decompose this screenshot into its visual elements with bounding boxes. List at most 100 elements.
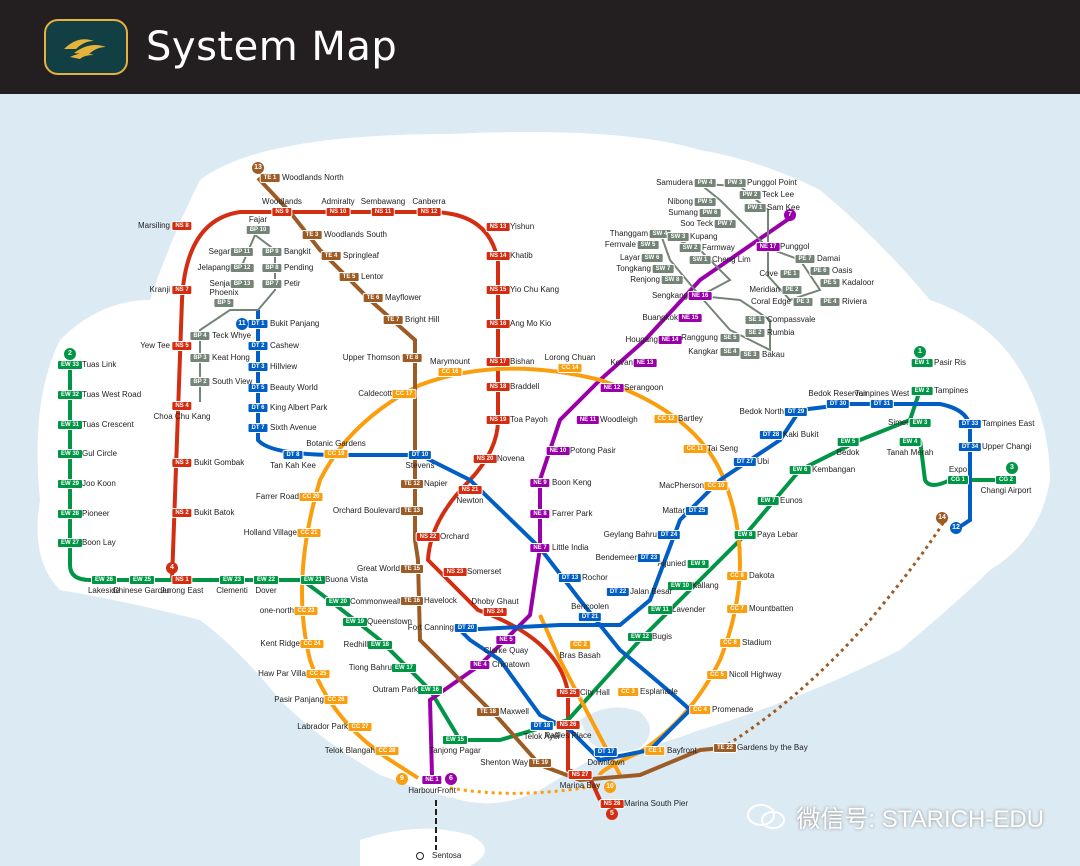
station-code-badge: DT 31 bbox=[869, 399, 895, 409]
station-code-badge: CC 25 bbox=[305, 669, 331, 679]
station-name: Bendemeer bbox=[595, 553, 637, 562]
station-name: Teck Whye bbox=[212, 331, 252, 340]
station-name: Downtown bbox=[587, 758, 625, 767]
station-code-badge: DT 28 bbox=[758, 430, 784, 440]
station-name: Farrer Road bbox=[255, 492, 299, 501]
station-code-badge: NS 16 bbox=[485, 319, 511, 329]
station-name: Rumbia bbox=[767, 328, 795, 337]
station-code-badge: EW 31 bbox=[56, 420, 84, 430]
station-code-badge: EW 8 bbox=[733, 530, 757, 540]
station-name: Bright Hill bbox=[405, 315, 440, 324]
station-name: Orchard bbox=[440, 532, 469, 541]
station-code-badge: SE 3 bbox=[739, 350, 761, 360]
station-code-badge: SW 6 bbox=[640, 253, 664, 263]
station-code-badge: NS 25 bbox=[555, 688, 581, 698]
line-number-badge: 14 bbox=[936, 512, 948, 524]
station-name: Samudera bbox=[656, 178, 693, 187]
station-name: Cheng Lim bbox=[712, 255, 751, 264]
station-name: Lavender bbox=[672, 605, 706, 614]
station-name: Sam Kee bbox=[767, 203, 800, 212]
station-code-badge: NE 7 bbox=[529, 543, 551, 553]
station-dot bbox=[416, 852, 424, 860]
station-code-badge: PW 7 bbox=[713, 219, 737, 229]
station-name: Hougang bbox=[625, 335, 658, 344]
station-name: Chinese Garden bbox=[112, 586, 172, 595]
station-code-badge: EW 18 bbox=[366, 640, 394, 650]
station-name: Kangkar bbox=[688, 347, 718, 356]
station-code-badge: NS 23 bbox=[442, 567, 468, 577]
station-name: Botanic Gardens bbox=[306, 439, 366, 448]
station-code-badge: EW 19 bbox=[341, 617, 369, 627]
station-code-badge: CC 10 bbox=[703, 481, 729, 491]
station-name: Bangkit bbox=[284, 247, 311, 256]
station-code-badge: EW 1 bbox=[910, 358, 934, 368]
station-name: Commonwealth bbox=[350, 597, 406, 606]
station-code-badge: NE 12 bbox=[599, 383, 625, 393]
station-name: Telok Blangah bbox=[324, 746, 375, 755]
station-code-badge: EW 5 bbox=[836, 437, 860, 447]
station-name: Lakeside bbox=[87, 586, 121, 595]
station-code-badge: TE 12 bbox=[399, 479, 425, 489]
station-name: Punggol bbox=[780, 242, 810, 251]
station-code-badge: BP 13 bbox=[229, 279, 255, 289]
station-name: Tampines West bbox=[854, 389, 910, 398]
station-code-badge: BP 8 bbox=[261, 263, 283, 273]
station-name: Gul Circle bbox=[82, 449, 118, 458]
station-code-badge: PW 2 bbox=[738, 190, 762, 200]
station-code-badge: NS 18 bbox=[485, 382, 511, 392]
station-name: Beauty World bbox=[270, 383, 318, 392]
station-name: Tuas Crescent bbox=[82, 420, 134, 429]
station-name: South View bbox=[212, 377, 253, 386]
station-code-badge: NS 19 bbox=[485, 415, 511, 425]
station-name: Boon Lay bbox=[82, 538, 116, 547]
station-code-badge: CC 2 bbox=[569, 640, 591, 650]
station-code-badge: NE 15 bbox=[677, 313, 703, 323]
station-code-badge: EW 25 bbox=[128, 575, 156, 585]
station-name: Cove bbox=[759, 269, 778, 278]
station-code-badge: EW 10 bbox=[666, 581, 694, 591]
station-name: Bukit Gombak bbox=[194, 458, 245, 467]
station-code-badge: CC 12 bbox=[653, 414, 679, 424]
watermark-text: 微信号: STARICH-EDU bbox=[796, 806, 1044, 833]
station-code-badge: DT 27 bbox=[732, 457, 758, 467]
station-name: Dover bbox=[255, 586, 277, 595]
station-name: Aljunied bbox=[657, 559, 686, 568]
station-name: Farmway bbox=[702, 243, 735, 252]
station-name: Marina Bay bbox=[559, 781, 601, 790]
station-name: Bukit Panjang bbox=[270, 319, 320, 328]
station-name: Serangoon bbox=[624, 383, 664, 392]
station-code-badge: CC 21 bbox=[296, 528, 322, 538]
station-code-badge: PW 5 bbox=[693, 197, 717, 207]
station-code-badge: CC 6 bbox=[719, 638, 741, 648]
station-code-badge: TE 8 bbox=[401, 353, 423, 363]
station-code-badge: EW 20 bbox=[324, 597, 352, 607]
station-name: Maxwell bbox=[500, 707, 529, 716]
station-code-badge: NE 16 bbox=[687, 291, 713, 301]
station-code-badge: CC 8 bbox=[726, 571, 748, 581]
station-code-badge: NS 13 bbox=[485, 222, 511, 232]
station-code-badge: EW 3 bbox=[908, 418, 932, 428]
sentosa-island bbox=[360, 828, 485, 866]
station-code-badge: PW 6 bbox=[698, 208, 722, 218]
station-code-badge: DT 7 bbox=[247, 423, 269, 433]
station-code-badge: DT 8 bbox=[282, 450, 304, 460]
station-name: Nibong bbox=[667, 197, 693, 206]
page-title: System Map bbox=[146, 24, 398, 70]
station-name: Fernvale bbox=[604, 240, 636, 249]
line-number-badge: 3 bbox=[1006, 462, 1018, 474]
station-code-badge: CE 1 bbox=[644, 746, 666, 756]
station-code-badge: NS 20 bbox=[472, 454, 498, 464]
station-name: Fort Canning bbox=[407, 623, 454, 632]
station-code-badge: NS 22 bbox=[415, 532, 441, 542]
station-code-badge: NE 11 bbox=[575, 415, 601, 425]
station-name: Phoenix bbox=[209, 288, 239, 297]
station-name: Bartley bbox=[678, 414, 703, 423]
station-name: Eunos bbox=[780, 496, 803, 505]
station-name: Teck Lee bbox=[762, 190, 795, 199]
station-code-badge: CC 7 bbox=[726, 604, 748, 614]
station-code-badge: SW 7 bbox=[651, 264, 675, 274]
station-code-badge: NS 14 bbox=[485, 251, 511, 261]
station-name: Yio Chu Kang bbox=[510, 285, 560, 294]
station-code-badge: CG 2 bbox=[994, 475, 1018, 485]
station-code-badge: CC 23 bbox=[293, 606, 319, 616]
